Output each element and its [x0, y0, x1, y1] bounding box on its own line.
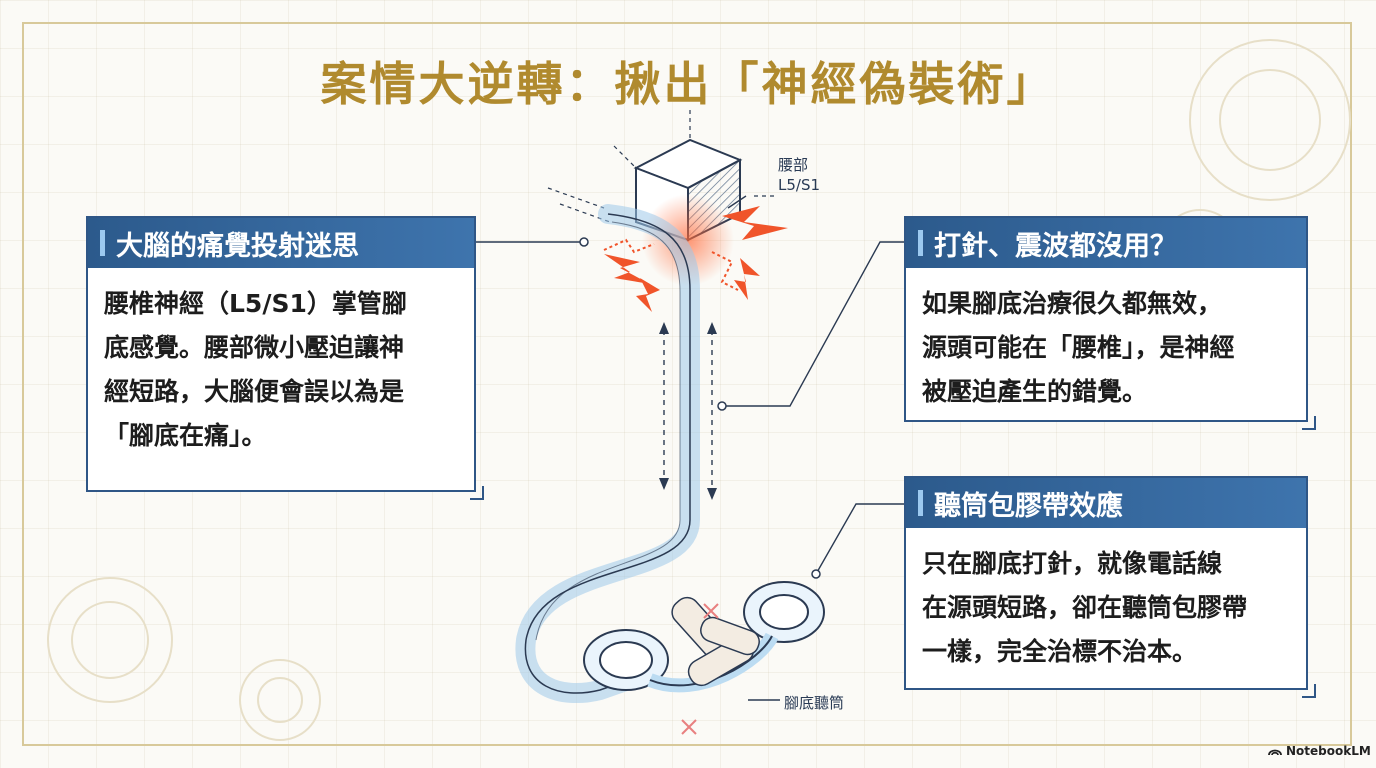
card-heading: 打針、震波都沒用？ — [906, 218, 1306, 268]
nerve-cord — [515, 204, 700, 703]
page-title: 案情大逆轉：揪出「神經偽裝術」 — [320, 57, 1056, 111]
card-line: 只在腳底打針，就像電話線 — [922, 549, 1223, 578]
card-line: 腰椎神經（L5/S1）掌管腳 — [104, 289, 407, 318]
card-receiver-tape-effect: 聽筒包膠帶效應 只在腳底打針，就像電話線 在源頭短路，卻在聽筒包膠帶 一樣，完全… — [904, 476, 1316, 698]
card-line: 經短路，大腦便會誤以為是 — [104, 377, 405, 406]
card-heading: 聽筒包膠帶效應 — [906, 478, 1306, 528]
card-line: 被壓迫產生的錯覺。 — [922, 377, 1148, 406]
card-corner — [1302, 684, 1316, 698]
card-line: 一樣，完全治標不治本。 — [922, 637, 1198, 666]
card-body: 腰椎神經（L5/S1）掌管腳 底感覺。腰部微小壓迫讓神 經短路，大腦便會誤以為是… — [88, 268, 474, 458]
label-waist: 腰部 — [778, 156, 809, 174]
card-heading: 大腦的痛覺投射迷思 — [88, 218, 474, 268]
card-body: 只在腳底打針，就像電話線 在源頭短路，卻在聽筒包膠帶 一樣，完全治標不治本。 — [906, 528, 1306, 674]
card-line: 底感覺。腰部微小壓迫讓神 — [104, 333, 405, 362]
card-line: 如果腳底治療很久都無效， — [922, 289, 1223, 318]
brand-name: NotebookLM — [1286, 744, 1371, 758]
tape-bandage — [671, 596, 760, 687]
card-corner — [1302, 416, 1316, 430]
page-frame — [22, 22, 1352, 746]
x-mark-icon — [681, 603, 719, 735]
card-body: 如果腳底治療很久都無效， 源頭可能在「腰椎」，是神經 被壓迫產生的錯覺。 — [906, 268, 1306, 414]
brand-badge: NotebookLM — [1268, 744, 1371, 758]
card-brain-pain-projection: 大腦的痛覺投射迷思 腰椎神經（L5/S1）掌管腳 底感覺。腰部微小壓迫讓神 經短… — [86, 216, 484, 500]
card-line: 源頭可能在「腰椎」，是神經 — [922, 333, 1235, 362]
card-line: 「腳底在痛」。 — [104, 421, 267, 450]
label-receiver: 腳底聽筒 — [784, 694, 845, 712]
phone-receiver — [583, 581, 825, 693]
card-line: 在源頭短路，卻在聽筒包膠帶 — [922, 593, 1248, 622]
spark-icon — [604, 206, 788, 312]
pain-glow — [642, 194, 734, 286]
card-injection-ineffective: 打針、震波都沒用？ 如果腳底治療很久都無效， 源頭可能在「腰椎」，是神經 被壓迫… — [904, 216, 1316, 430]
card-corner — [470, 486, 484, 500]
notebooklm-logo-icon — [1268, 749, 1282, 756]
label-spine-level: L5/S1 — [778, 176, 821, 194]
